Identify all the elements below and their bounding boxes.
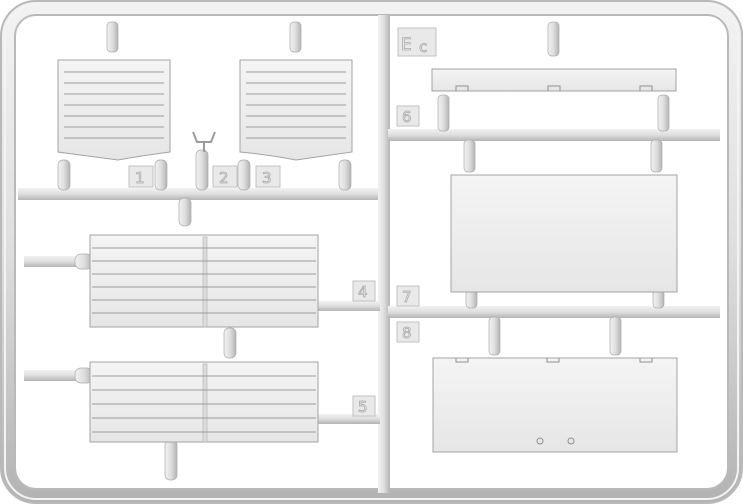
- part-number-2: 2: [219, 169, 229, 187]
- sprue-code-suffix: c: [419, 38, 427, 56]
- part-number-3: 3: [262, 169, 272, 187]
- part-number-6: 6: [402, 108, 412, 126]
- part-number-4: 4: [358, 283, 368, 301]
- sprue-gates: [57, 21, 670, 481]
- part-number-5: 5: [358, 398, 368, 416]
- sprue-code-letter: E: [401, 35, 412, 55]
- sprue-runners: [18, 15, 720, 493]
- part-1-louver-panel: [57, 59, 171, 161]
- part-2-fork: [192, 131, 216, 152]
- part-number-7: 7: [402, 288, 412, 306]
- part-5-slatted-panel: [89, 361, 319, 443]
- part-number-1: 1: [135, 169, 145, 187]
- part-6-bar: [431, 68, 677, 92]
- part-number-8: 8: [402, 324, 412, 342]
- part-7-flat-panel: [450, 174, 678, 293]
- part-4-slatted-panel: [89, 234, 319, 328]
- part-3-louver-panel: [239, 59, 353, 161]
- part-8-panel: [432, 357, 678, 453]
